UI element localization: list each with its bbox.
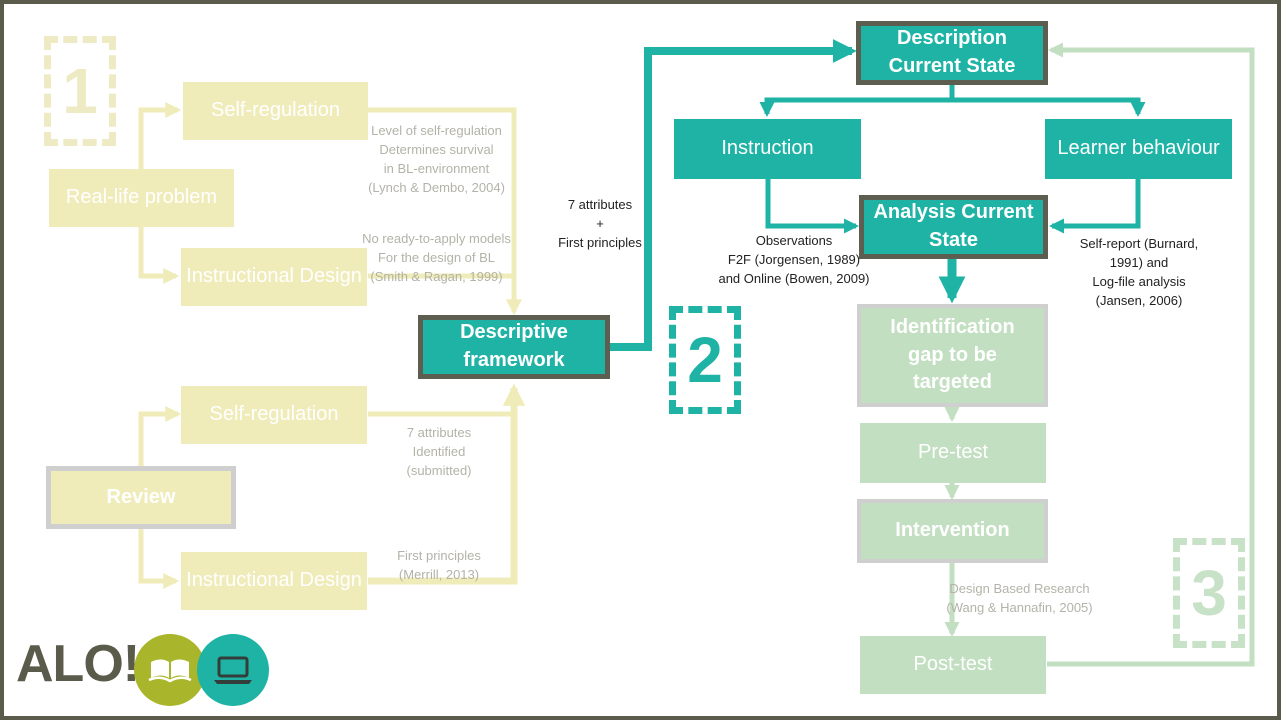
- stage-3-badge: 3: [1173, 538, 1245, 648]
- descriptive-framework-box[interactable]: Descriptive framework: [418, 315, 610, 379]
- self-regulation-box[interactable]: Self-regulation: [183, 82, 368, 140]
- connector-lines: [138, 39, 1255, 667]
- stage3-connectors: [944, 42, 1255, 667]
- logo-text: ALO!: [16, 635, 140, 693]
- self-regulation-box-2[interactable]: Self-regulation: [181, 386, 367, 444]
- instructional-design-box-2[interactable]: Instructional Design: [181, 552, 367, 610]
- note-self-report: Self-report (Burnard, 1991) and Log-file…: [1079, 236, 1199, 308]
- learner-behaviour-box[interactable]: Learner behaviour: [1045, 119, 1232, 179]
- stage2-connectors: [610, 39, 1146, 351]
- laptop-icon: [197, 634, 269, 706]
- review-box[interactable]: Review: [46, 466, 236, 529]
- analysis-current-state-box[interactable]: Analysis Current State: [859, 195, 1048, 259]
- instruction-box[interactable]: Instruction: [674, 119, 861, 179]
- stage-2-badge: 2: [669, 306, 741, 414]
- open-book-icon: [134, 634, 206, 706]
- note-self-regulation: Level of self-regulation Determines surv…: [368, 123, 505, 195]
- note-design-based-research: Design Based Research (Wang & Hannafin, …: [946, 581, 1093, 615]
- note-attributes-first-principles: 7 attributes + First principles: [558, 197, 642, 250]
- instructional-design-box[interactable]: Instructional Design: [181, 248, 367, 306]
- description-current-state-box[interactable]: Description Current State: [856, 21, 1048, 85]
- note-attributes-identified: 7 attributes Identified (submitted): [406, 425, 472, 478]
- intervention-box[interactable]: Intervention: [857, 499, 1048, 563]
- note-observations: Observations F2F (Jorgensen, 1989) and O…: [718, 233, 870, 286]
- real-life-problem-box[interactable]: Real-life problem: [49, 169, 234, 227]
- note-instructional-design: No ready-to-apply models For the design …: [362, 231, 511, 284]
- stage1-connectors: [138, 101, 526, 590]
- identification-gap-box[interactable]: Identification gap to be targeted: [857, 304, 1048, 407]
- note-first-principles: First principles (Merrill, 2013): [397, 548, 481, 582]
- stage-1-badge: 1: [44, 36, 116, 146]
- post-test-box[interactable]: Post-test: [860, 636, 1046, 694]
- pre-test-box[interactable]: Pre-test: [860, 423, 1046, 483]
